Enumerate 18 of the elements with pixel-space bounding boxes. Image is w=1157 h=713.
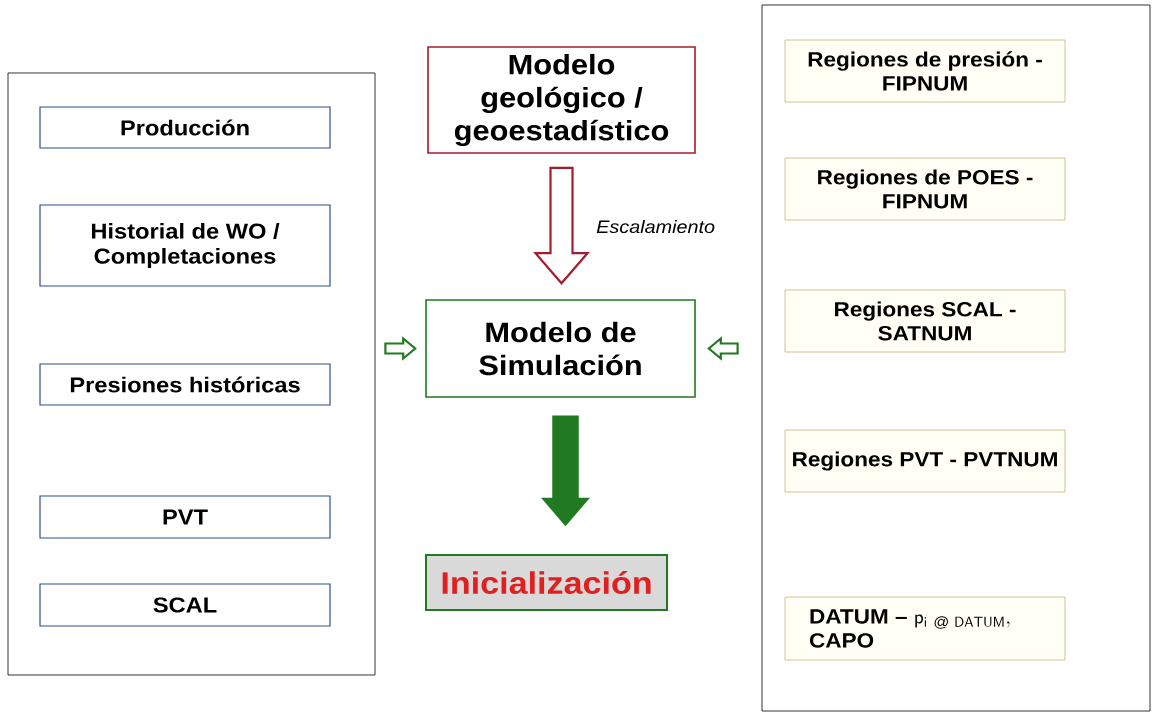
region-box: DATUM – $\mathsf{p}_{\mathsf{i}\ @\ \mathsf{DATUM}},$ CAPO xyxy=(784,596,1066,661)
input-box: SCAL xyxy=(39,583,331,627)
region-box: Regiones SCAL - SATNUM xyxy=(784,289,1066,353)
region-box: Regiones de POES - FIPNUM xyxy=(784,157,1066,221)
block-arrow xyxy=(533,166,590,285)
block-arrow xyxy=(541,415,590,527)
block-arrow xyxy=(384,336,417,361)
model-box: Modelo geológico / geoestadístico xyxy=(427,46,696,154)
input-box: PVT xyxy=(39,495,331,539)
edge-label: Escalamiento xyxy=(595,218,717,235)
result-box: Inicialización xyxy=(425,554,668,611)
region-box: Regiones de presión - FIPNUM xyxy=(784,39,1066,103)
input-box: Producción xyxy=(39,106,331,149)
model-box: Modelo de Simulación xyxy=(425,299,696,398)
region-box: Regiones PVT - PVTNUM xyxy=(784,429,1066,493)
input-box: Presiones históricas xyxy=(39,363,331,406)
input-box: Historial de WO / Completaciones xyxy=(39,204,331,287)
block-arrow xyxy=(707,336,739,361)
